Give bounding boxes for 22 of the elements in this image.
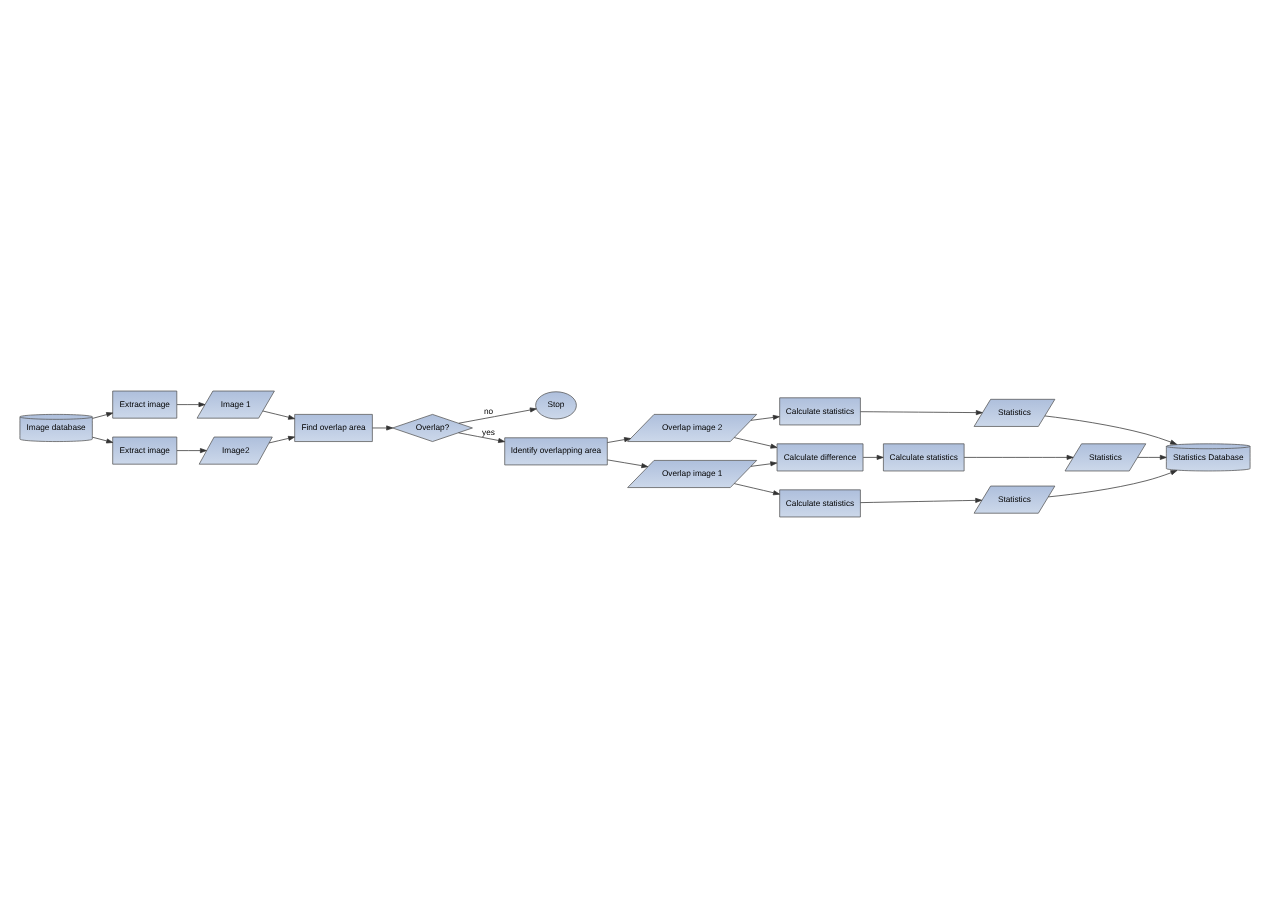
arrow (860, 410, 983, 416)
arrow (1044, 415, 1177, 445)
arrow (750, 414, 780, 421)
arrow (860, 497, 983, 503)
arrow (862, 454, 884, 460)
arrow (963, 454, 1074, 460)
arrow (458, 432, 505, 443)
arrow (458, 407, 537, 424)
arrow (268, 435, 295, 444)
arrow (733, 483, 780, 496)
arrow (1137, 454, 1167, 460)
arrow (176, 402, 206, 408)
arrow (750, 461, 778, 467)
arrow (92, 436, 114, 444)
arrow (1048, 470, 1178, 498)
arrow (92, 412, 114, 419)
arrow (372, 425, 394, 431)
arrow (176, 448, 207, 454)
arrow (607, 459, 649, 469)
arrow (262, 410, 295, 420)
arrow (733, 437, 778, 449)
arrow (607, 437, 631, 443)
